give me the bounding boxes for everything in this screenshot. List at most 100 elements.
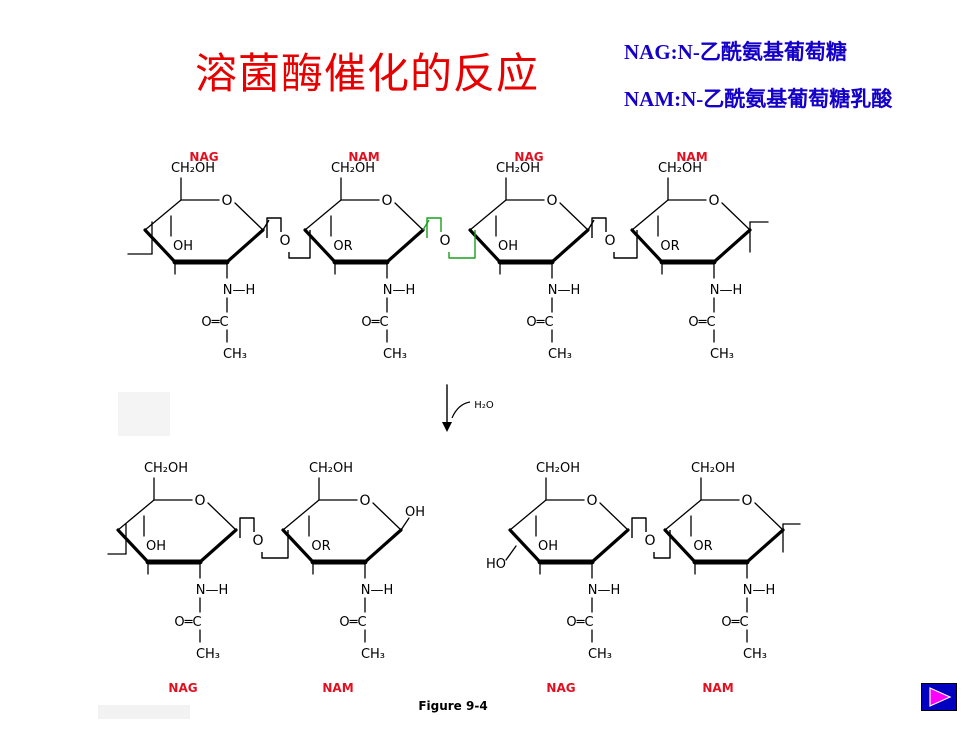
top-ring-3-ring-edge xyxy=(721,202,751,231)
top-ring-2-ring-oxygen: O xyxy=(546,193,557,209)
top-link-2 xyxy=(587,219,595,231)
top-link-oxygen-0: O xyxy=(279,233,290,249)
top-ring-2-nh-label: N—H xyxy=(548,283,581,298)
top-link-0 xyxy=(262,219,270,231)
top-ring-0-methyl-label: CH₃ xyxy=(223,347,247,362)
bottom-ring-0-ch2oh-label: CH₂OH xyxy=(144,461,188,476)
top-ring-1-nh-label: N—H xyxy=(383,283,416,298)
top-ring-3-ring-edge xyxy=(631,199,669,231)
ho-label: HO xyxy=(486,557,506,572)
bottom-ring-0-substituent-label: OH xyxy=(146,539,166,554)
top-sugar-label-0: NAG xyxy=(189,150,218,164)
bottom-ring-2-ch2oh-label: CH₂OH xyxy=(536,461,580,476)
bottom-ring-0-ring-edge xyxy=(207,502,237,531)
bottom-ring-2-ring-bold-edge xyxy=(590,528,630,564)
top-ring-1-ring-edge xyxy=(394,202,424,231)
top-ring-1-carbonyl-label: O═C xyxy=(361,315,388,330)
top-link-1 xyxy=(422,219,430,231)
top-ring-2-methyl-label: CH₃ xyxy=(548,347,572,362)
top-sugar-label-3: NAM xyxy=(676,150,707,164)
top-ring-3-ch2oh-label: CH₂OH xyxy=(658,161,702,176)
bottom-ring-1-ch2oh-label: CH₂OH xyxy=(309,461,353,476)
top-ring-2-carbonyl-label: O═C xyxy=(526,315,553,330)
figure-caption: Figure 9-4 xyxy=(418,699,487,713)
top-link-1 xyxy=(448,230,476,259)
scan-smudge-bottom xyxy=(98,705,190,719)
top-ring-2-ring-bold-edge xyxy=(550,228,590,264)
top-link-oxygen-2: O xyxy=(604,233,615,249)
bottom-ring-1-carbonyl-label: O═C xyxy=(339,615,366,630)
bottom-ring-1-ring-bold-edge xyxy=(363,528,403,564)
top-ring-0-ring-edge xyxy=(234,202,264,231)
bottom-ring-0-ring-bold-edge xyxy=(198,528,238,564)
bottom-ring-2-methyl-label: CH₃ xyxy=(588,647,612,662)
top-ring-3-carbonyl-label: O═C xyxy=(688,315,715,330)
top-ring-3-ring-bold-edge xyxy=(712,228,752,264)
legend-nam: NAM:N-乙酰氨基葡萄糖乳酸 xyxy=(624,87,893,111)
bottom-ring-0-methyl-label: CH₃ xyxy=(196,647,220,662)
top-ring-0-ch2oh-label: CH₂OH xyxy=(171,161,215,176)
reagent-label: H₂O xyxy=(474,400,494,411)
next-slide-button[interactable] xyxy=(921,683,957,711)
bottom-sugar-label-2: NAG xyxy=(546,681,575,695)
bottom-ring-1-ring-oxygen: O xyxy=(359,493,370,509)
bottom-ring-0-ring-bold-edge xyxy=(116,528,150,564)
free-oh-label: OH xyxy=(405,505,425,520)
bottom-ring-3-ring-edge xyxy=(664,499,702,531)
bottom-ring-3-substituent-label: OR xyxy=(693,539,712,554)
ho-bond xyxy=(505,545,517,561)
top-ring-1-methyl-label: CH₃ xyxy=(383,347,407,362)
bottom-ring-3-ring-edge xyxy=(754,502,784,531)
play-forward-icon xyxy=(929,687,952,707)
top-ring-1-ring-bold-edge xyxy=(385,228,425,264)
top-ring-2-substituent-label: OH xyxy=(498,239,518,254)
bottom-link-0 xyxy=(261,530,289,559)
top-ring-0-substituent-label: OH xyxy=(173,239,193,254)
bottom-ring-2-ring-edge xyxy=(599,502,629,531)
reaction-arrow-head xyxy=(442,422,452,432)
bottom-ring-0-carbonyl-label: O═C xyxy=(174,615,201,630)
bottom-ring-1-nh-label: N—H xyxy=(361,583,394,598)
bottom-ring-2-ring-edge xyxy=(509,499,547,531)
top-ring-1-substituent-label: OR xyxy=(333,239,352,254)
bottom-ring-3-methyl-label: CH₃ xyxy=(743,647,767,662)
slide-title: 溶菌酶催化的反应 xyxy=(195,49,540,98)
top-sugar-label-1: NAM xyxy=(348,150,379,164)
top-ring-2-ring-edge xyxy=(469,199,507,231)
bottom-link-oxygen-0: O xyxy=(252,533,263,549)
top-ring-2-ch2oh-label: CH₂OH xyxy=(496,161,540,176)
bottom-link-0 xyxy=(239,517,255,538)
top-sugar-label-2: NAG xyxy=(514,150,543,164)
top-link-2 xyxy=(613,230,638,259)
top-ring-3-nh-label: N—H xyxy=(710,283,743,298)
bottom-sugar-label-1: NAM xyxy=(322,681,353,695)
legend-nag: NAG:N-乙酰氨基葡萄糖 xyxy=(624,40,847,64)
top-link-2 xyxy=(591,217,607,238)
bottom-ring-1-methyl-label: CH₃ xyxy=(361,647,385,662)
bottom-ring-3-ch2oh-label: CH₂OH xyxy=(691,461,735,476)
reagent-curve xyxy=(451,401,471,419)
bottom-ring-1-ring-edge xyxy=(372,502,402,531)
top-link-oxygen-1: O xyxy=(439,233,450,249)
top-ring-1-ring-edge xyxy=(304,199,342,231)
bottom-ring-2-substituent-label: OH xyxy=(538,539,558,554)
top-ring-0-nh-label: N—H xyxy=(223,283,256,298)
bottom-ring-2-nh-label: N—H xyxy=(588,583,621,598)
bottom-ring-0-ring-oxygen: O xyxy=(194,493,205,509)
top-ring-1-ring-oxygen: O xyxy=(381,193,392,209)
top-ring-0-ring-bold-edge xyxy=(225,228,265,264)
bottom-link-1 xyxy=(631,517,647,538)
top-ring-0-ring-edge xyxy=(144,199,182,231)
top-link-0 xyxy=(288,230,311,259)
top-link-1 xyxy=(426,217,442,238)
bottom-ring-0-ring-edge xyxy=(117,499,155,531)
top-ring-3-ring-oxygen: O xyxy=(708,193,719,209)
bottom-sugar-label-0: NAG xyxy=(168,681,197,695)
top-ring-0-carbonyl-label: O═C xyxy=(201,315,228,330)
top-ring-3-substituent-label: OR xyxy=(660,239,679,254)
top-ring-0-ring-oxygen: O xyxy=(221,193,232,209)
bottom-ring-2-carbonyl-label: O═C xyxy=(566,615,593,630)
free-oh-bond xyxy=(400,517,410,531)
bottom-ring-3-ring-oxygen: O xyxy=(741,493,752,509)
top-ring-0-ring-bold-edge xyxy=(143,228,177,264)
